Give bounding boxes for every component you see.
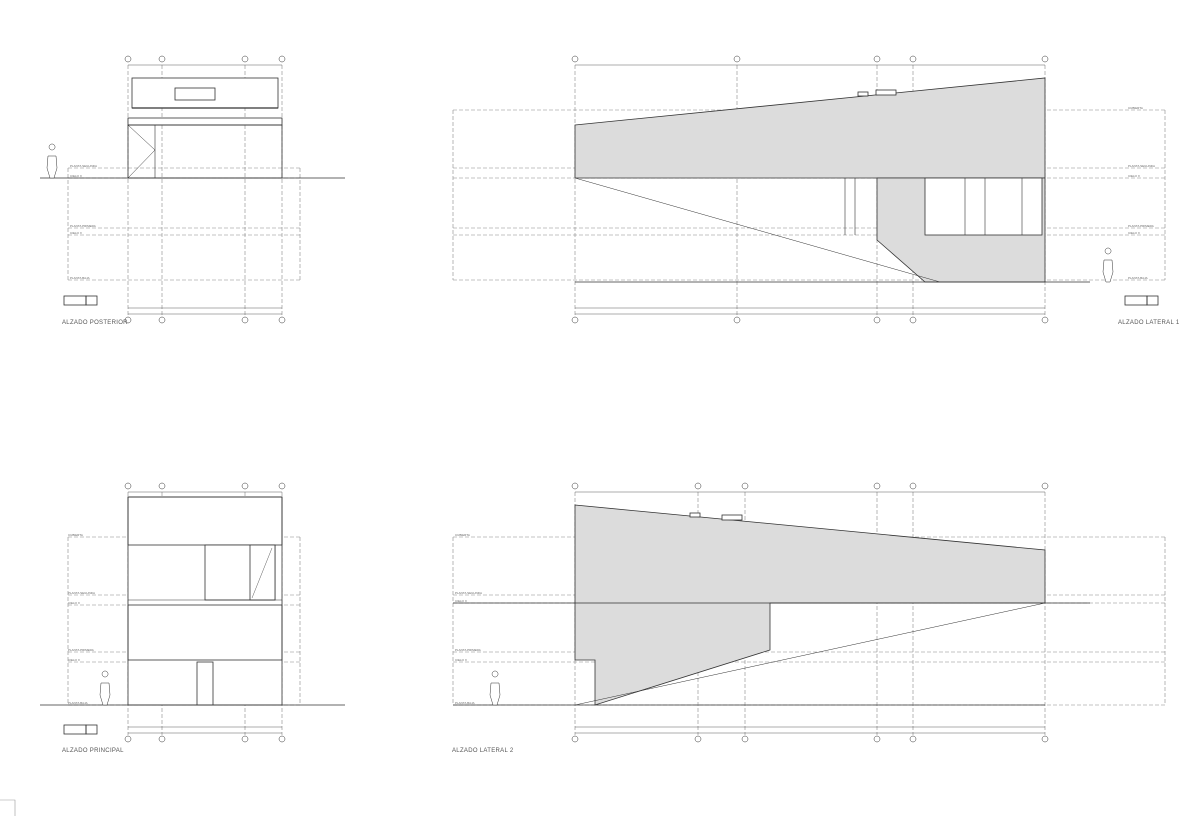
grid-bubble [241,735,249,743]
level-label-cielo-x: CIELO X [1128,231,1140,235]
level-label-planta-primera: PLANTA PRIMERA [1128,224,1154,228]
grid-bubble [909,735,917,743]
grid-bubble [909,482,917,490]
roof-element [174,87,216,101]
grid-bubble [278,735,286,743]
door-swing [127,124,156,179]
grid-bubble [571,482,579,490]
level-label-planta-baja: PLANTA BAJA [1128,276,1148,280]
grid-bubble [124,735,132,743]
slope-line [574,177,941,283]
grid-bubble [741,735,749,743]
side-wall-upper [574,77,1046,179]
grid-bubble [873,55,881,63]
level-label-cielo-x: CIELO X [68,601,80,605]
grid-bubble [158,482,166,490]
glazed-window [924,177,1043,236]
grid-bubble [694,735,702,743]
grid-bubble [158,316,166,324]
roof-band [127,117,283,126]
slope-line [574,602,1046,706]
grid-bubble [1041,735,1049,743]
human-scale-figure [1102,247,1114,283]
level-label-cubierta: CUBIERTA [1128,106,1143,110]
sheet-corner-mark [0,799,16,816]
grid-bubble [124,482,132,490]
roof-element [721,514,743,521]
key-plan [85,724,98,735]
roof-element [875,89,897,96]
level-label-cielo-x: CIELO X [455,599,467,603]
level-label-planta-segunda: PLANTA SEGUNDA [1128,164,1155,168]
key-plan [1146,295,1159,306]
grid-bubble [873,482,881,490]
grid-bubble [1041,482,1049,490]
human-scale-figure [489,670,501,706]
entrance-door [196,661,214,706]
window-pane [249,544,276,601]
human-scale-figure [46,143,58,179]
level-label-planta-segunda: PLANTA SEGUNDA [70,164,97,168]
grid-bubble [571,55,579,63]
window-swing [251,547,273,599]
grid-bubble [909,55,917,63]
grid-bubble [241,316,249,324]
key-plan [1124,295,1148,306]
grid-bubble [278,482,286,490]
grid-bubble [241,55,249,63]
title-alzado-posterior: ALZADO POSTERIOR [62,320,128,326]
level-label-planta-baja: PLANTA BAJA [455,701,475,705]
level-label-cielo-x: CIELO X [70,231,82,235]
grid-bubble [694,482,702,490]
level-label-cielo-x: CIELO X [455,658,467,662]
level-label-cielo-x: CIELO X [70,174,82,178]
key-plan [63,724,87,735]
grid-bubble [571,316,579,324]
grid-bubble [733,55,741,63]
level-label-planta-baja: PLANTA BAJA [68,701,88,705]
level-label-cielo-x: CIELO X [1128,174,1140,178]
grid-bubble [278,55,286,63]
grid-bubble [158,55,166,63]
grid-bubble [278,316,286,324]
key-plan [63,295,87,306]
key-plan [85,295,98,306]
level-label-cubierta: CUBIERTA [68,533,83,537]
grid-bubble [873,735,881,743]
grid-bubble [741,482,749,490]
grid-bubble [1041,316,1049,324]
roof-element [689,512,701,518]
level-label-planta-primera: PLANTA PRIMERA [68,648,94,652]
grid-bubble [241,482,249,490]
level-label-cielo-x: CIELO X [68,658,80,662]
human-scale-figure [99,670,111,706]
grid-bubble [124,316,132,324]
grid-bubble [158,735,166,743]
grid-bubble [873,316,881,324]
title-alzado-lateral-2: ALZADO LATERAL 2 [452,748,514,754]
grid-bubble [1041,55,1049,63]
level-label-planta-primera: PLANTA PRIMERA [455,648,481,652]
rear-facade-wall [127,124,283,179]
level-label-cubierta: CUBIERTA [455,533,470,537]
roof-element [857,91,869,97]
grid-bubble [733,316,741,324]
level-label-planta-baja: PLANTA BAJA [70,276,90,280]
title-alzado-principal: ALZADO PRINCIPAL [62,748,124,754]
grid-bubble [124,55,132,63]
side-wall-2 [574,504,1046,706]
title-alzado-lateral-1: ALZADO LATERAL 1 [1118,320,1180,326]
facade-band-middle [127,604,283,661]
grid-bubble [571,735,579,743]
level-label-planta-segunda: PLANTA SEGUNDA [455,591,482,595]
level-label-planta-primera: PLANTA PRIMERA [70,224,96,228]
level-label-planta-segunda: PLANTA SEGUNDA [68,591,95,595]
grid-bubble [909,316,917,324]
